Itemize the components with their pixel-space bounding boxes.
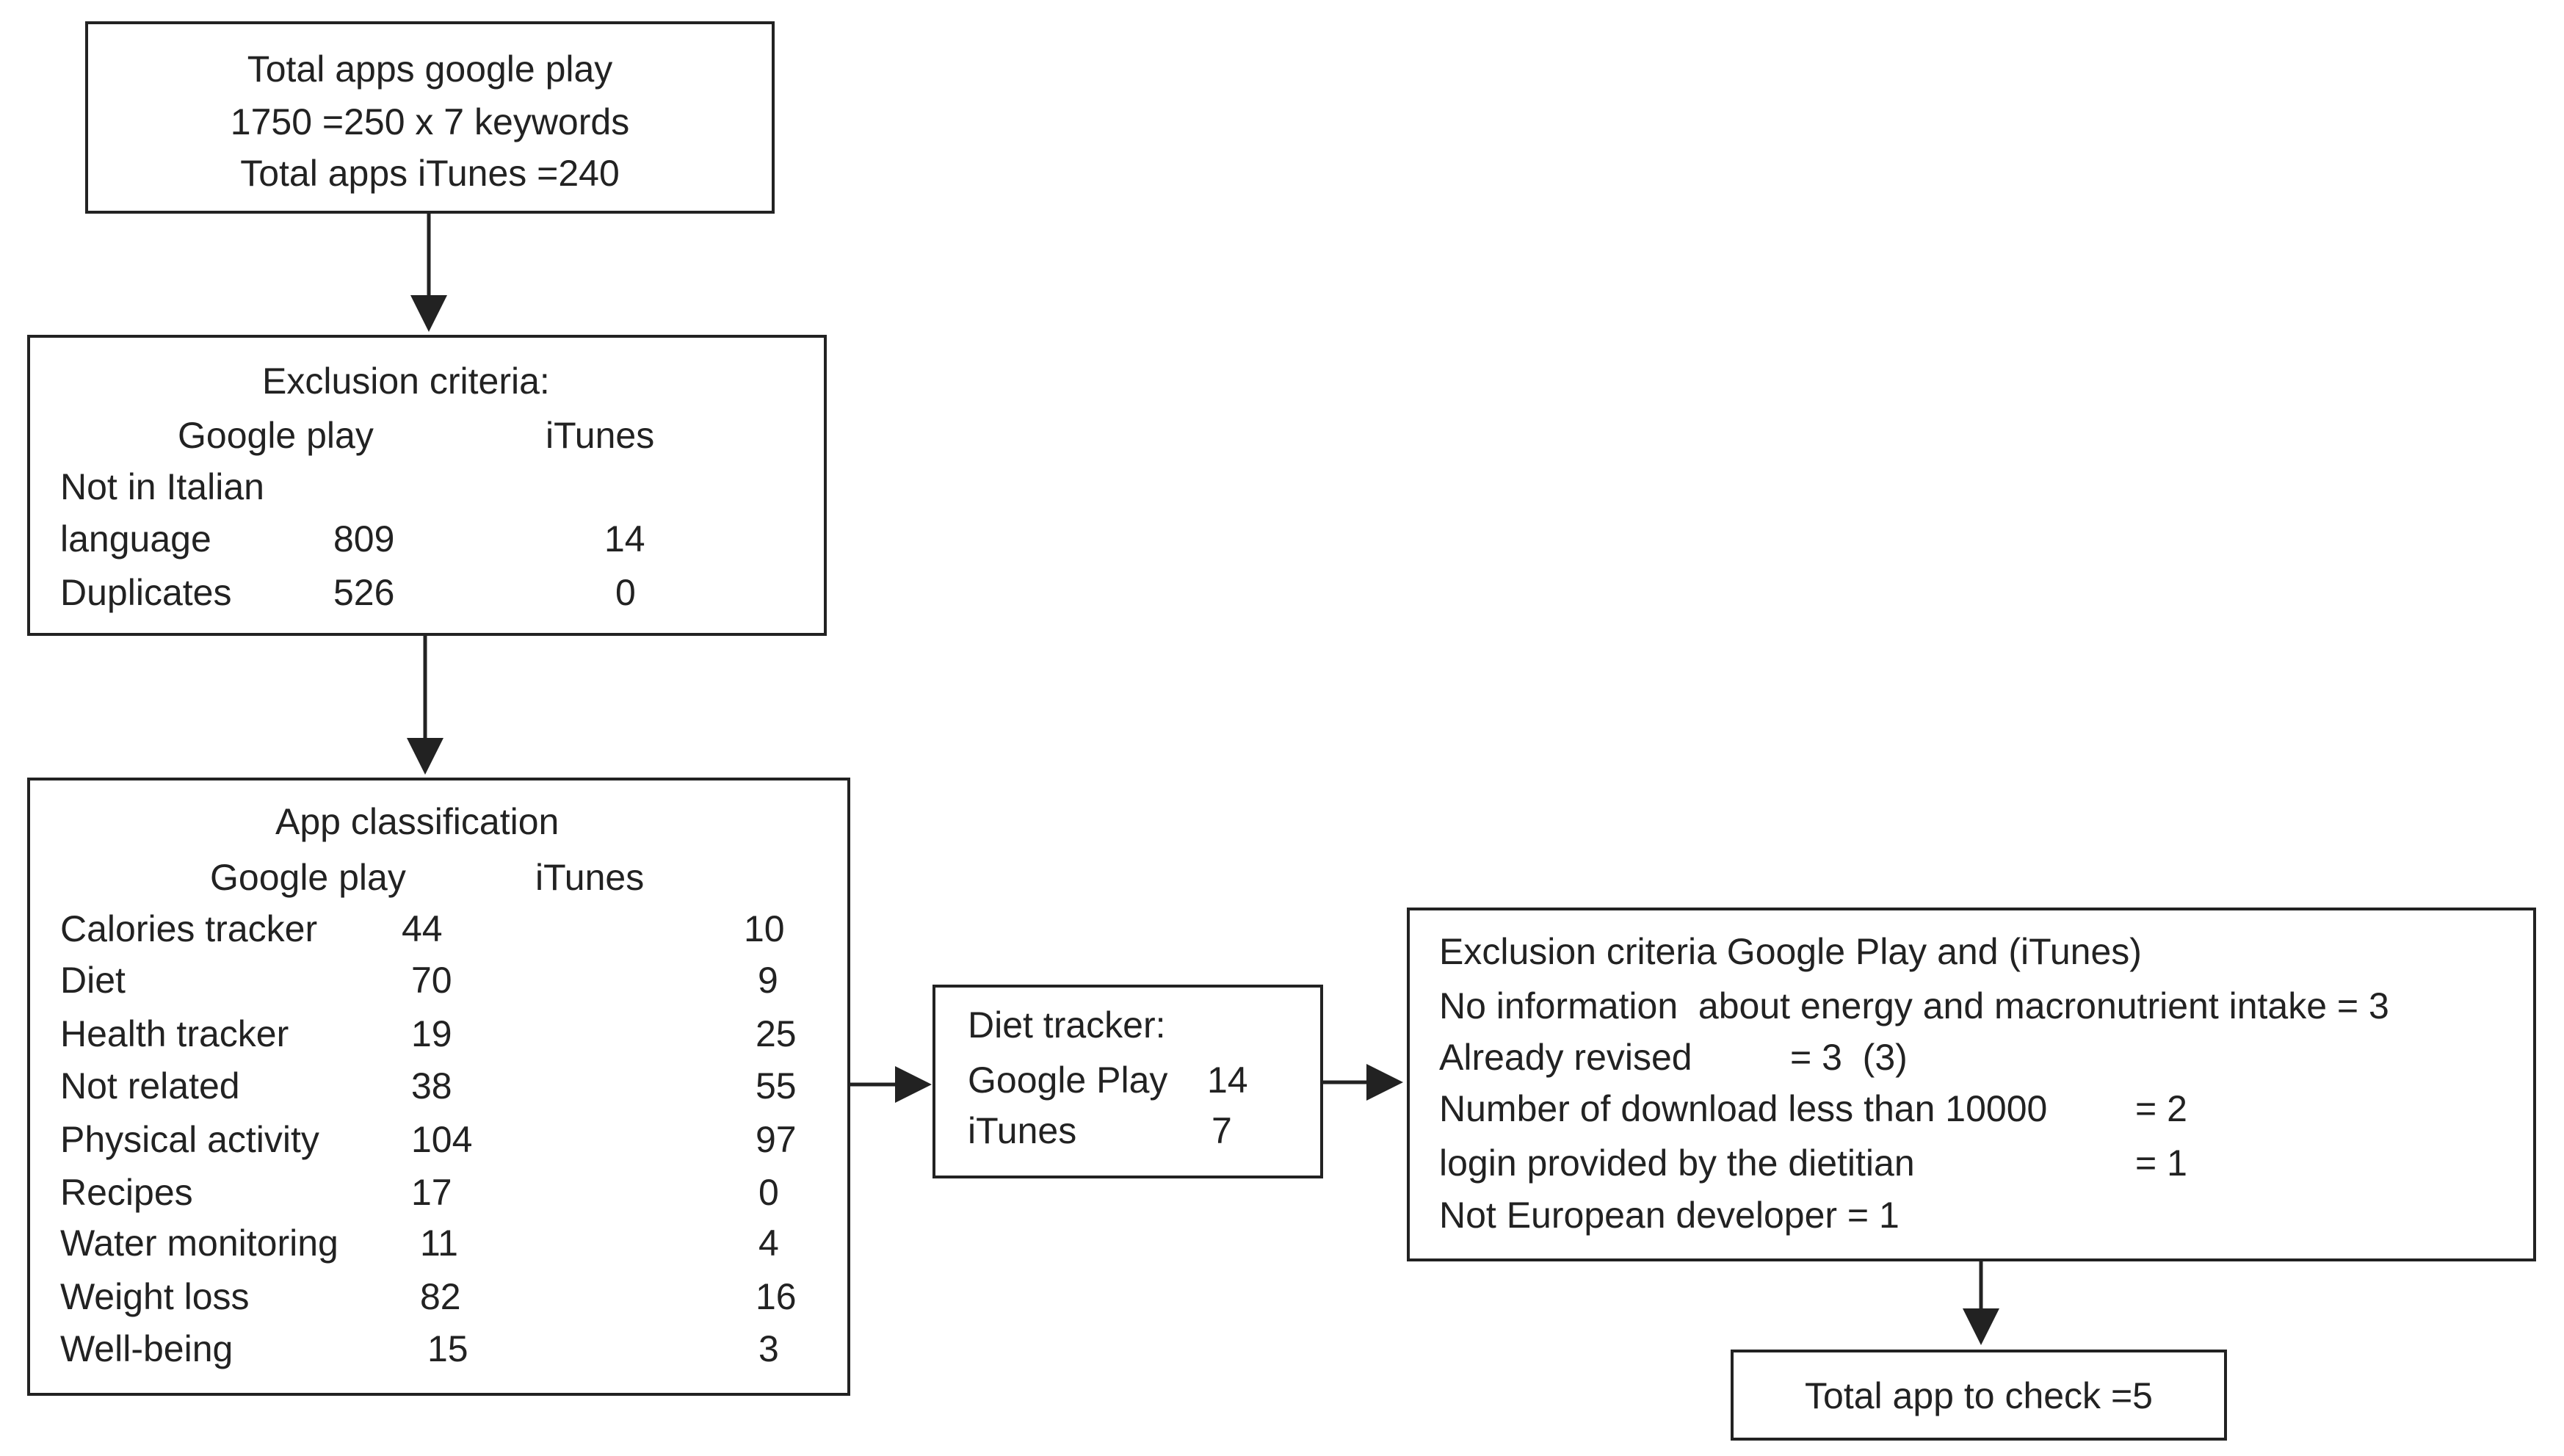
exclusion-row-itunes: 14 xyxy=(604,518,645,559)
classification-row-google: 11 xyxy=(420,1223,458,1264)
exclusion-row-label: language xyxy=(60,518,211,559)
diet-tracker-row-value: 14 xyxy=(1207,1060,1248,1101)
final-exclusion-line: Not European developer = 1 xyxy=(1439,1195,1900,1236)
classification-row-itunes: 25 xyxy=(756,1013,797,1054)
total-apps-line-2: 1750 =250 x 7 keywords xyxy=(230,101,630,142)
classification-row-google: 38 xyxy=(411,1065,452,1107)
diet-tracker-row-value: 7 xyxy=(1212,1110,1232,1151)
classification-row-google: 70 xyxy=(411,960,452,1001)
classification-row-label: Physical activity xyxy=(60,1119,319,1160)
exclusion-col-itunes: iTunes xyxy=(546,415,655,456)
classification-row-label: Health tracker xyxy=(60,1013,289,1054)
classification-row-label: Diet xyxy=(60,960,126,1001)
total-apps-line-1: Total apps google play xyxy=(247,48,613,90)
exclusion-criteria-title: Exclusion criteria: xyxy=(262,361,550,402)
final-exclusion-line: Number of download less than 10000 xyxy=(1439,1088,2048,1129)
exclusion-row-label: Duplicates xyxy=(60,572,232,613)
final-exclusion-value: = 1 xyxy=(2135,1142,2187,1184)
classification-row-itunes: 55 xyxy=(756,1065,797,1107)
diet-tracker-box: Diet tracker: Google Play 14 iTunes 7 xyxy=(932,985,1323,1178)
classification-row-google: 82 xyxy=(420,1276,461,1317)
classification-row-itunes: 3 xyxy=(758,1328,779,1369)
total-apps-box: Total apps google play 1750 =250 x 7 key… xyxy=(85,21,775,214)
classification-row-google: 15 xyxy=(427,1328,468,1369)
classification-row-google: 44 xyxy=(402,908,443,949)
exclusion-col-google: Google play xyxy=(178,415,374,456)
diet-tracker-title: Diet tracker: xyxy=(968,1004,1166,1046)
classification-col-itunes: iTunes xyxy=(535,857,645,898)
classification-row-label: Water monitoring xyxy=(60,1223,338,1264)
total-apps-line-3: Total apps iTunes =240 xyxy=(240,153,620,194)
app-classification-box: App classification Google play iTunes Ca… xyxy=(27,778,850,1396)
total-app-to-check-box: Total app to check =5 xyxy=(1731,1350,2227,1441)
final-exclusion-value: = 3 (3) xyxy=(1790,1037,1908,1078)
exclusion-row-google: 809 xyxy=(333,518,395,559)
classification-row-itunes: 10 xyxy=(744,908,785,949)
classification-title: App classification xyxy=(275,801,559,842)
classification-row-itunes: 9 xyxy=(758,960,778,1001)
diet-tracker-row-label: Google Play xyxy=(968,1060,1168,1101)
exclusion-row-label: Not in Italian xyxy=(60,466,264,507)
classification-row-label: Not related xyxy=(60,1065,240,1107)
exclusion-criteria-final-box: Exclusion criteria Google Play and (iTun… xyxy=(1407,908,2536,1261)
classification-row-itunes: 4 xyxy=(758,1223,779,1264)
classification-row-google: 17 xyxy=(411,1172,452,1213)
classification-row-google: 19 xyxy=(411,1013,452,1054)
classification-col-google: Google play xyxy=(210,857,406,898)
classification-row-google: 104 xyxy=(411,1119,473,1160)
final-exclusion-value: = 2 xyxy=(2135,1088,2187,1129)
classification-row-itunes: 0 xyxy=(758,1172,779,1213)
final-exclusion-line: login provided by the dietitian xyxy=(1439,1142,1915,1184)
final-exclusion-title: Exclusion criteria Google Play and (iTun… xyxy=(1439,931,2142,972)
exclusion-row-google: 526 xyxy=(333,572,395,613)
exclusion-row-itunes: 0 xyxy=(615,572,636,613)
exclusion-criteria-box: Exclusion criteria: Google play iTunes N… xyxy=(27,335,827,636)
classification-row-label: Calories tracker xyxy=(60,908,318,949)
classification-row-label: Weight loss xyxy=(60,1276,250,1317)
total-app-to-check-text: Total app to check =5 xyxy=(1805,1375,2153,1416)
final-exclusion-line: Already revised xyxy=(1439,1037,1692,1078)
classification-row-label: Recipes xyxy=(60,1172,193,1213)
classification-row-label: Well-being xyxy=(60,1328,233,1369)
classification-row-itunes: 16 xyxy=(756,1276,797,1317)
classification-row-itunes: 97 xyxy=(756,1119,797,1160)
diet-tracker-row-label: iTunes xyxy=(968,1110,1077,1151)
final-exclusion-line: No information about energy and macronut… xyxy=(1439,985,2389,1026)
